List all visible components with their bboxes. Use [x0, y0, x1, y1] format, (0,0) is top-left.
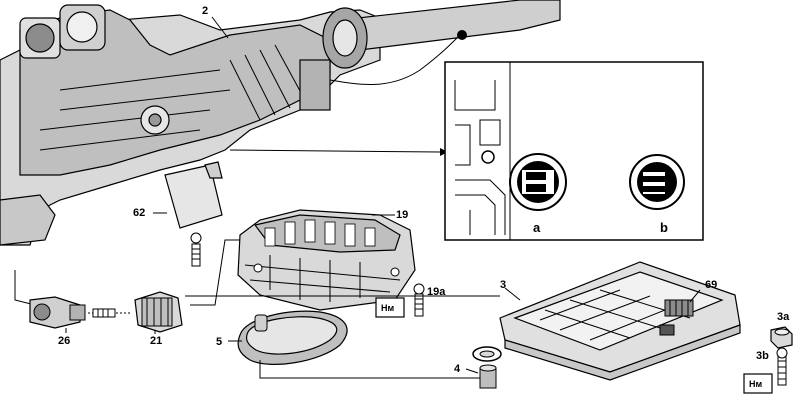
callout-2: 2 [202, 5, 208, 17]
torque-box-19a: Нм [375, 297, 405, 318]
callout-69: 69 [705, 279, 717, 291]
oil-pan-3 [499, 261, 741, 381]
callout-21: 21 [150, 335, 162, 347]
bolt-3a-3b [770, 326, 793, 386]
callout-62: 62 [133, 207, 145, 219]
callout-19: 19 [396, 209, 408, 221]
callout-19a: 19a [427, 286, 446, 298]
callout-4: 4 [454, 363, 461, 375]
detail-label-a: a [533, 220, 541, 235]
connector-view-b [629, 154, 685, 210]
bolt-below-plate [190, 232, 202, 267]
detail-label-b: b [660, 220, 668, 235]
callout-5: 5 [216, 336, 222, 348]
drain-plug-4 [465, 346, 502, 389]
bolt-19a [413, 283, 425, 317]
connector-21 [134, 291, 183, 334]
torque-symbol-3b: Нм [749, 379, 762, 389]
screw-26-21 [88, 308, 132, 318]
connector-26 [14, 270, 86, 333]
callout-3: 3 [500, 279, 506, 291]
callout-3b: 3b [756, 350, 769, 362]
transmission-assembly [0, 0, 561, 246]
oil-filter-5 [228, 310, 348, 365]
callout-26: 26 [58, 335, 70, 347]
connector-view-a [509, 153, 567, 211]
detail-view-box: a b [444, 61, 704, 241]
torque-box-3b: Нм [743, 373, 773, 394]
callout-3a: 3a [777, 311, 790, 323]
valve-body-19 [237, 209, 416, 311]
cover-plate-62 [153, 161, 223, 229]
torque-symbol-19a: Нм [381, 303, 394, 313]
